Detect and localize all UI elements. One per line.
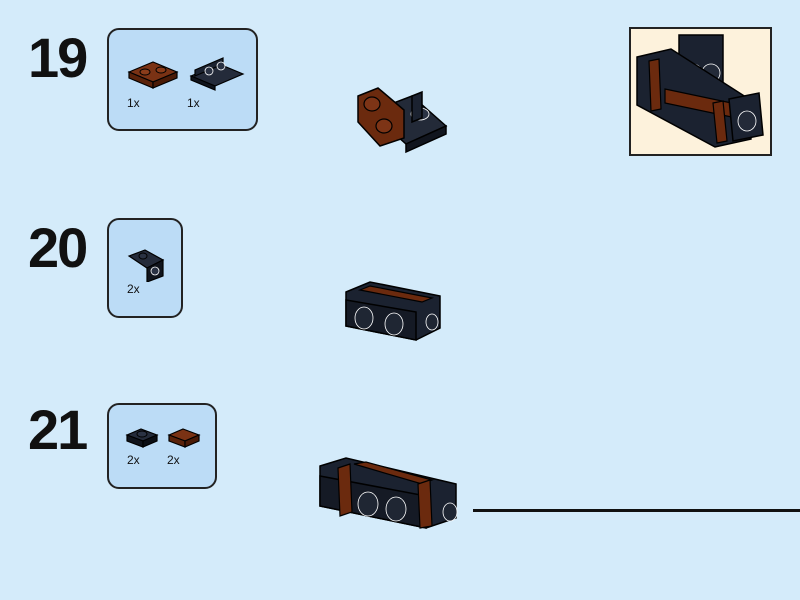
black-bracket-icon [127, 249, 165, 282]
black-bracket-icon [189, 57, 245, 91]
part-quantity: 1x [127, 96, 140, 110]
step-19-assembly [357, 87, 448, 154]
part-quantity: 2x [167, 453, 180, 467]
step-number: 20 [28, 216, 88, 279]
step-20-assembly [345, 281, 441, 341]
step-number: 21 [28, 398, 88, 461]
part-quantity: 2x [127, 282, 140, 296]
part-quantity: 2x [127, 453, 140, 467]
step-21-assembly [319, 457, 458, 529]
parts-callout-step-21: 2x 2x [107, 403, 217, 489]
completed-model-preview [629, 27, 772, 156]
black-plate-icon [125, 428, 159, 448]
brown-tile-icon [167, 428, 201, 448]
step-number: 19 [28, 26, 88, 89]
instruction-guide-line [473, 509, 800, 512]
parts-callout-step-19: 1x 1x [107, 28, 258, 131]
parts-callout-step-20: 2x [107, 218, 183, 318]
completed-model-image [636, 34, 764, 148]
brown-plate-icon [127, 61, 179, 89]
part-quantity: 1x [187, 96, 200, 110]
